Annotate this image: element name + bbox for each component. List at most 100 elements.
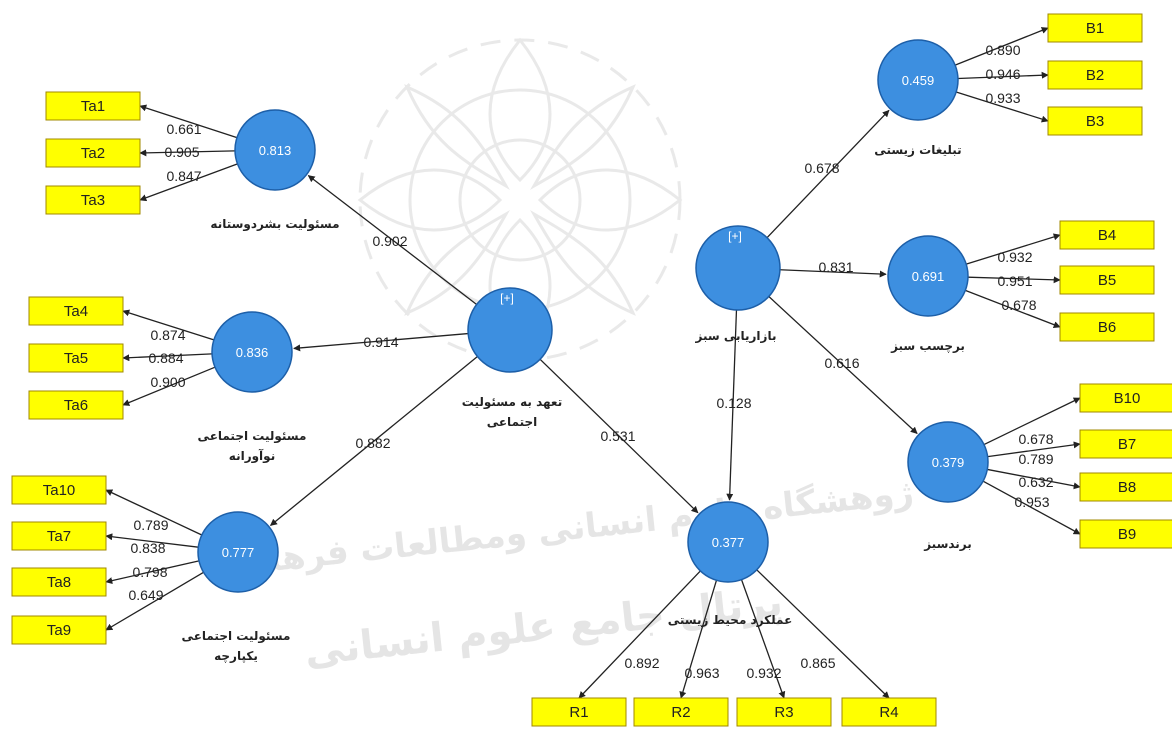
loading-edge-ta5 [122,353,213,362]
loading-b7: 0.789 [1018,451,1053,467]
indicator-ta3[interactable] [45,185,141,215]
path-csr-phil [307,175,478,305]
path-gm-label [779,269,887,278]
indicator-b7[interactable] [1079,429,1172,459]
nodes: B1B2B3B4B5B6B10B7B8B9Ta1Ta2Ta3Ta4Ta5Ta6T… [11,13,1172,727]
indicator-ta9[interactable] [11,615,107,645]
loading-edge-ta7 [105,533,199,548]
indicator-label-ta2: Ta2 [81,145,105,162]
indicator-label-ta3: Ta3 [81,192,105,209]
path-coef-csr-integ: 0.882 [355,435,390,451]
indicator-ta1[interactable] [45,91,141,121]
indicator-b3[interactable] [1047,106,1143,136]
loading-b1: 0.890 [985,42,1020,58]
indicator-ta6[interactable] [28,390,124,420]
indicator-label-ta5: Ta5 [64,350,88,367]
loading-edge-ta10 [105,489,203,536]
construct-label-green-ads-label: تبلیغات زیستی [874,143,961,157]
construct-green-ads[interactable] [877,39,959,121]
construct-philanthropic[interactable] [234,109,316,191]
loading-ta8: 0.798 [132,564,167,580]
loading-edge-b5 [967,276,1061,284]
loading-edge-r1 [578,570,701,699]
loading-b8: 0.632 [1018,474,1053,490]
indicator-label-b1: B1 [1086,20,1104,37]
loading-b10: 0.678 [1018,431,1053,447]
construct-integrated[interactable] [197,511,279,593]
construct-innovative[interactable] [211,311,293,393]
indicator-r3[interactable] [736,697,832,727]
construct-label-green-marketing-label: بازاریابی سبز [695,329,777,343]
loading-edge-b9 [982,480,1081,535]
loading-edge-b6 [965,289,1061,328]
construct-r2-green-brand: 0.379 [932,455,965,470]
construct-env-performance[interactable] [687,501,769,583]
construct-label-innovative-label1: مسئولیت اجتماعی [198,429,307,444]
indicator-ta7[interactable] [11,521,107,551]
construct-green-marketing[interactable] [695,225,781,311]
loading-r2: 0.963 [684,665,719,681]
indicator-r1[interactable] [531,697,627,727]
loading-ta2: 0.905 [164,144,199,160]
loading-edge-b3 [955,91,1049,123]
loading-r3: 0.932 [746,665,781,681]
path-coef-csr-env: 0.531 [600,428,635,444]
construct-label-env-performance-label: عملکرد محیط زیستی [668,613,793,627]
loading-ta6: 0.900 [150,374,185,390]
path-coef-gm-label: 0.831 [818,259,853,275]
indicator-label-b6: B6 [1098,319,1116,336]
indicator-label-ta10: Ta10 [43,482,76,499]
loading-r1: 0.892 [624,655,659,671]
indicator-r2[interactable] [633,697,729,727]
loading-edge-ta2 [139,149,236,157]
indicator-ta5[interactable] [28,343,124,373]
path-csr-integ [269,356,478,526]
loading-b3: 0.933 [985,90,1020,106]
loading-ta4: 0.874 [150,327,185,343]
path-coef-gm-ads: 0.678 [804,160,839,176]
indicator-label-r4: R4 [879,704,898,721]
loading-ta10: 0.789 [133,517,168,533]
loading-edge-ta1 [139,104,238,139]
loading-b4: 0.932 [997,249,1032,265]
loading-b6: 0.678 [1001,297,1036,313]
path-gm-brand [768,296,918,434]
indicator-b1[interactable] [1047,13,1143,43]
indicator-b4[interactable] [1059,220,1155,250]
loading-edge-ta8 [105,560,200,585]
indicator-label-r2: R2 [671,704,690,721]
indicator-ta8[interactable] [11,567,107,597]
indicator-r4[interactable] [841,697,937,727]
indicator-b6[interactable] [1059,312,1155,342]
loading-ta5: 0.884 [148,350,183,366]
loading-ta7: 0.838 [130,540,165,556]
loading-edge-r2 [679,580,718,699]
path-coef-csr-phil: 0.902 [372,233,407,249]
indicator-b5[interactable] [1059,265,1155,295]
indicator-label-b9: B9 [1118,526,1136,543]
construct-green-label[interactable] [887,235,969,317]
indicator-b10[interactable] [1079,383,1172,413]
construct-label-philanthropic-label: مسئولیت بشردوستانه [210,217,339,232]
indicator-ta2[interactable] [45,138,141,168]
construct-green-brand[interactable] [907,421,989,503]
indicator-ta4[interactable] [28,296,124,326]
path-coef-csr-innov: 0.914 [363,334,398,350]
indicator-b8[interactable] [1079,472,1172,502]
indicator-b9[interactable] [1079,519,1172,549]
indicator-b2[interactable] [1047,60,1143,90]
loading-edge-b4 [966,233,1061,265]
loading-edge-ta3 [139,163,238,202]
loading-edge-r3 [740,579,786,699]
construct-label-integrated-label2: یکپارچه [214,649,258,663]
indicator-ta10[interactable] [11,475,107,505]
construct-label-csr-commitment-label1: تعهد به مسئولیت [462,395,562,410]
path-coef-gm-brand: 0.616 [824,355,859,371]
loading-edge-ta6 [122,366,216,406]
construct-label-integrated-label1: مسئولیت اجتماعی [182,629,291,644]
loading-edge-b10 [983,397,1081,446]
construct-csr-commitment[interactable] [467,287,553,373]
indicator-label-ta4: Ta4 [64,303,88,320]
indicator-label-r3: R3 [774,704,793,721]
